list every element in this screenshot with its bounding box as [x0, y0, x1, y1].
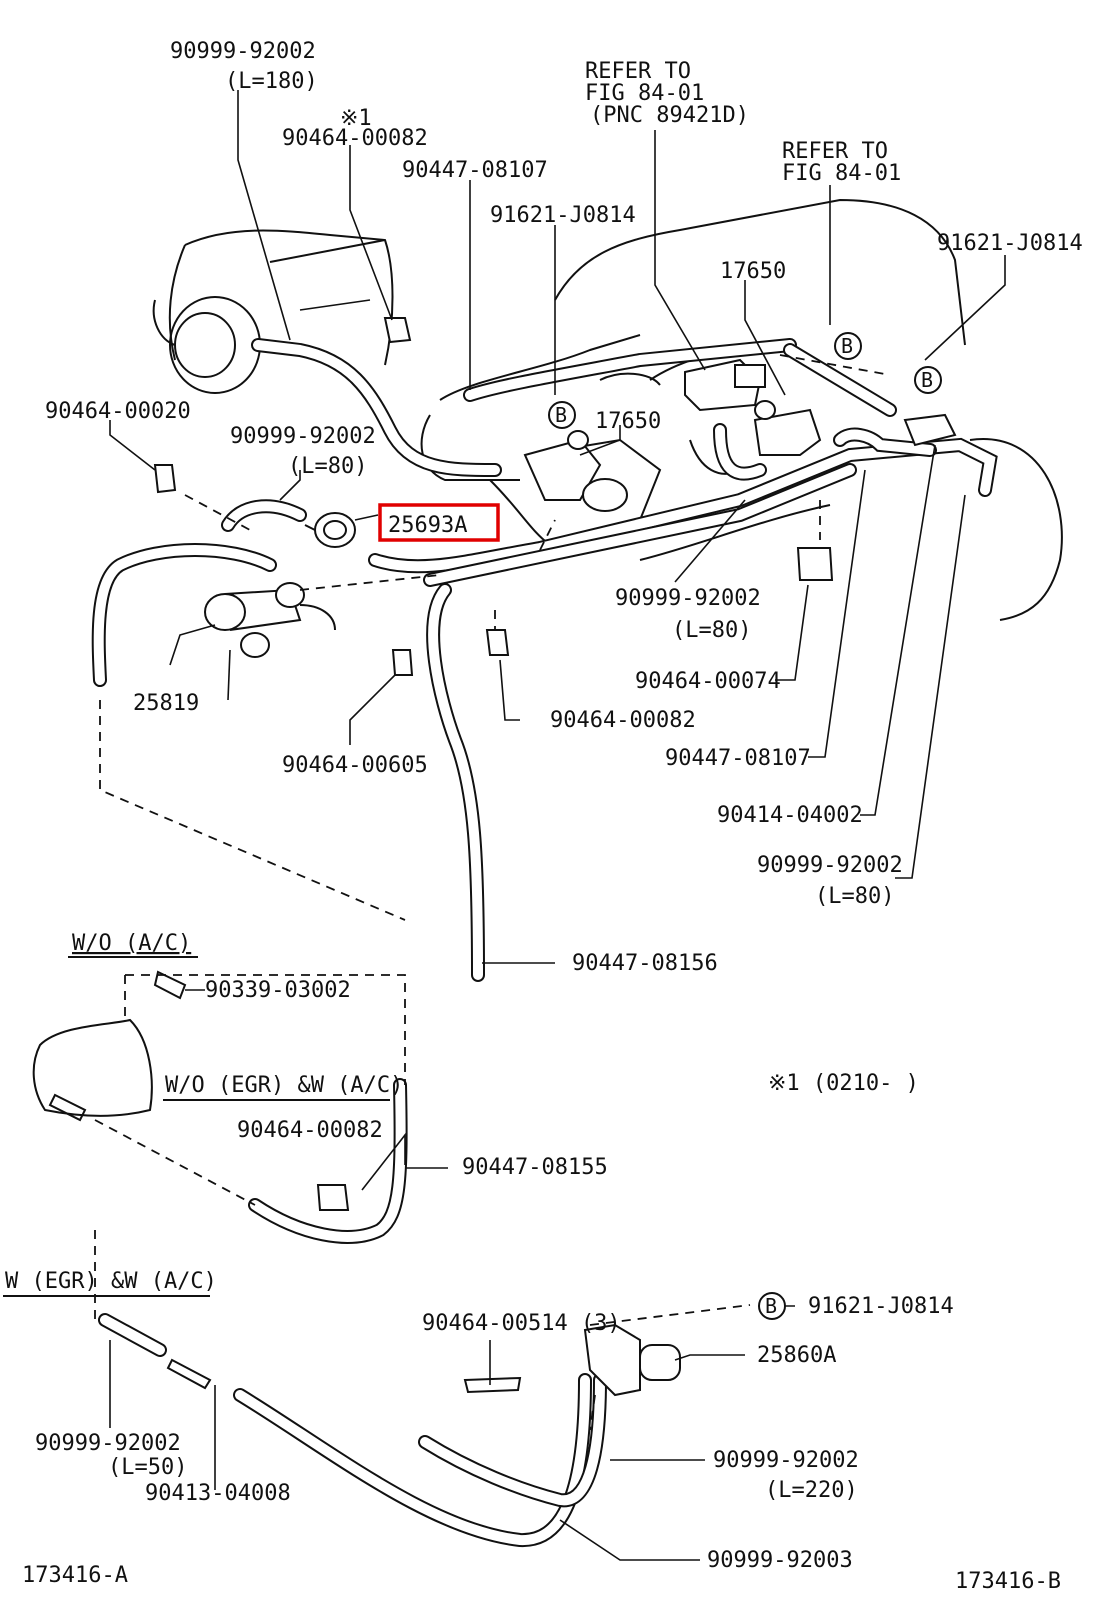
marker-b-2: B: [914, 366, 942, 394]
svg-text:B: B: [765, 1294, 777, 1318]
svg-text:B: B: [555, 403, 567, 427]
label-91621-j0814-b: 91621-J0814: [937, 231, 1083, 256]
label-fig-173416-b: 173416-B: [955, 1569, 1061, 1594]
label-90414-04002: 90414-04002: [717, 803, 863, 828]
label-90999-92002-br: 90999-92002: [713, 1448, 859, 1473]
label-90447-08155: 90447-08155: [462, 1155, 608, 1180]
label-90447-08156: 90447-08156: [572, 951, 718, 976]
label-w-egr-ac: W (EGR) &W (A/C): [5, 1269, 217, 1294]
label-90464-00020: 90464-00020: [45, 399, 191, 424]
label-17650-a: 17650: [720, 259, 786, 284]
label-refer1-line3: (PNC 89421D): [590, 103, 749, 128]
label-l80-b: (L=80): [672, 618, 751, 643]
label-90999-92003: 90999-92003: [707, 1548, 853, 1573]
label-90464-00082-top: 90464-00082: [282, 126, 428, 151]
svg-text:B: B: [841, 334, 853, 358]
label-wo-ac: W/O (A/C): [72, 931, 191, 956]
label-refer1-line1: REFER TO: [585, 59, 691, 84]
label-90999-92002-r: 90999-92002: [615, 586, 761, 611]
components: [32, 317, 957, 1548]
label-90999-92002-mid: 90999-92002: [230, 424, 376, 449]
highlight-box-25693A: [378, 503, 500, 542]
marker-b-1: B: [834, 332, 862, 360]
label-l220: (L=220): [765, 1478, 858, 1503]
dashed-lines: [94, 354, 891, 1431]
label-90464-00082-mid: 90464-00082: [550, 708, 696, 733]
label-90999-92002-top: 90999-92002: [170, 39, 316, 64]
label-25860A: 25860A: [757, 1343, 836, 1368]
leader-lines: [109, 90, 1006, 1561]
label-refer2-line2: FIG 84-01: [782, 161, 901, 186]
label-wo-egr-ac: W/O (EGR) &W (A/C): [165, 1073, 403, 1098]
label-refer2-line1: REFER TO: [782, 139, 888, 164]
label-l80-a: (L=80): [288, 454, 367, 479]
label-90413-04008: 90413-04008: [145, 1481, 291, 1506]
label-90339-03002: 90339-03002: [205, 978, 351, 1003]
label-refer1-line2: FIG 84-01: [585, 81, 704, 106]
label-90464-00605: 90464-00605: [282, 753, 428, 778]
label-l180: (L=180): [225, 69, 318, 94]
label-90999-92002-r2: 90999-92002: [757, 853, 903, 878]
callout-labels: 90999-92002 (L=180) ※1 90464-00082 90447…: [3, 39, 1083, 1594]
label-90464-00514: 90464-00514 (3): [422, 1311, 621, 1336]
marker-b-4: B: [758, 1292, 786, 1320]
label-91621-j0814-a: 91621-J0814: [490, 203, 636, 228]
label-l50: (L=50): [108, 1455, 187, 1480]
label-90999-92002-bl: 90999-92002: [35, 1431, 181, 1456]
svg-text:B: B: [921, 368, 933, 392]
label-90447-08107-top: 90447-08107: [402, 158, 548, 183]
label-91621-j0814-c: 91621-J0814: [808, 1294, 954, 1319]
label-note1-range: ※1 (0210- ): [768, 1071, 919, 1096]
label-17650-b: 17650: [595, 409, 661, 434]
label-fig-173416-a: 173416-A: [22, 1563, 128, 1588]
label-90447-08107-b: 90447-08107: [665, 746, 811, 771]
label-90464-00082-low: 90464-00082: [237, 1118, 383, 1143]
label-25693A: 25693A: [388, 513, 467, 538]
label-90464-00074: 90464-00074: [635, 669, 781, 694]
label-note1-top: ※1: [340, 106, 372, 131]
label-l80-c: (L=80): [815, 884, 894, 909]
marker-b-3: B: [548, 401, 576, 429]
label-25819: 25819: [133, 691, 199, 716]
